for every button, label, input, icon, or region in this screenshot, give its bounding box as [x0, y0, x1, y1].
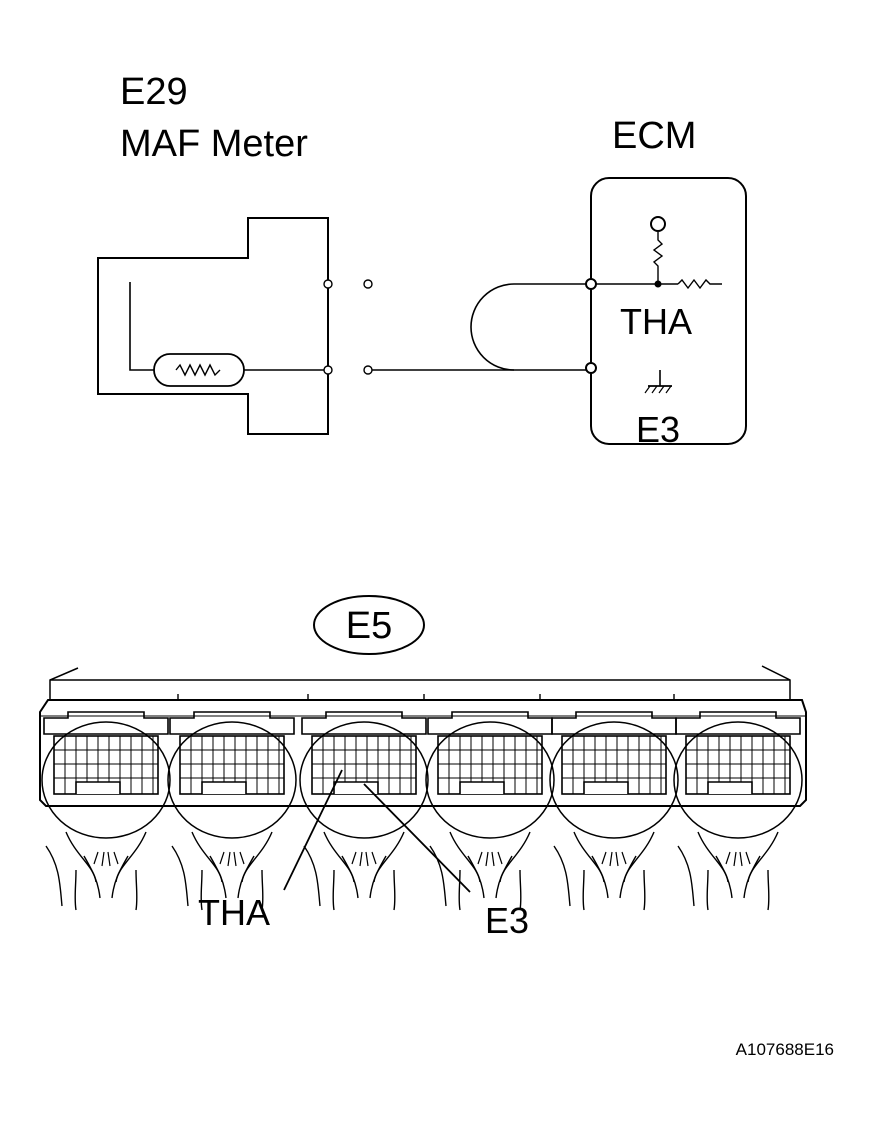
pin-block-2: [167, 711, 297, 911]
maf-meter-title: MAF Meter: [120, 123, 308, 165]
ecm-label: ECM: [612, 115, 696, 157]
maf-terminal-upper: [323, 279, 333, 289]
pin-block-6: [673, 711, 803, 911]
connector-pin-e3-label: E3: [485, 900, 529, 941]
maf-terminal-lower: [323, 365, 333, 375]
supply-voltage-icon: [650, 216, 666, 232]
maf-meter-schematic: E29 MAF Meter: [97, 71, 373, 435]
ecm-pin-tha-label: THA: [620, 301, 692, 342]
ecm-pin-e3-label: E3: [636, 409, 680, 450]
pin-block-1: [41, 711, 171, 911]
figure-id: A107688E16: [736, 1040, 834, 1059]
ground-icon: [644, 370, 672, 394]
connector-code-badge: [313, 595, 425, 655]
e3-leader-line: [363, 783, 471, 893]
intake-air-temp-sensor-icon: [153, 353, 245, 387]
ecm-terminal-e3: [585, 362, 597, 374]
pin-block-5: [549, 711, 679, 911]
maf-connector-code: E29: [120, 71, 188, 113]
ecm-terminal-tha: [585, 278, 597, 290]
ecm-connector-e5: E5 THA E3: [39, 595, 807, 941]
signal-wires: [372, 283, 590, 371]
connector-pin-tha-label: THA: [198, 892, 270, 933]
tha-leader-line: [283, 769, 343, 891]
pin-block-3: [299, 711, 429, 911]
connector-code: E5: [346, 605, 392, 647]
ecm-box: ECM THA E3: [585, 115, 747, 450]
pin-block-4: [425, 711, 555, 911]
